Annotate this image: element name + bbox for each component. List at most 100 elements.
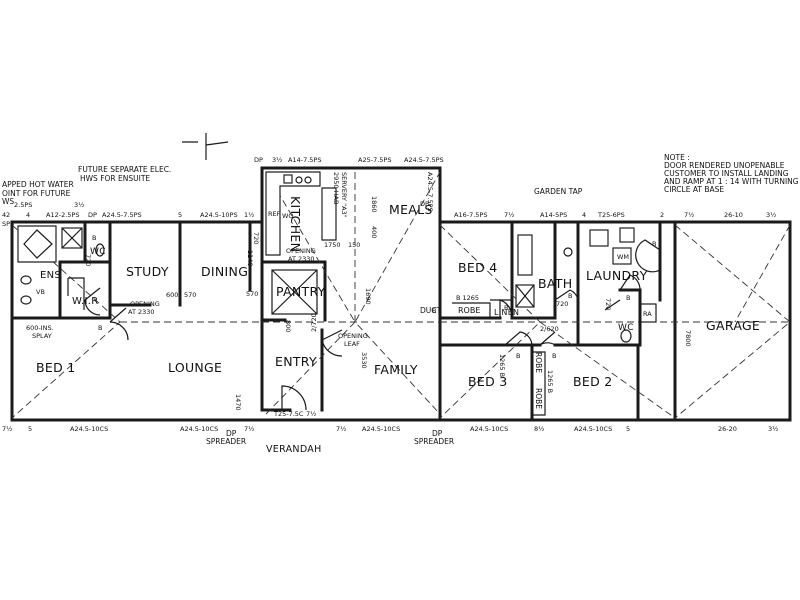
room-lounge: LOUNGE <box>168 360 222 375</box>
room-verandah: VERANDAH <box>266 444 322 455</box>
bottom-dim-b2: A24.5-10CS <box>70 425 108 433</box>
inner-dim-720d: 720 <box>252 232 260 244</box>
note-opening-leaf: OPENING <box>338 332 368 340</box>
room-dining: DINING <box>201 264 248 279</box>
note-future-2: HWS FOR ENSUITE <box>80 174 150 183</box>
room-pantry: PANTRY <box>276 284 326 299</box>
bottom-dim-b15: 7½ <box>2 425 12 433</box>
note-servery-dim: 2950 HAB <box>332 172 340 204</box>
room-robe3: ROBE <box>458 306 480 315</box>
top-dim-d5: DP <box>88 211 97 219</box>
bottom-dim-b3: A24.5-10CS <box>180 425 218 433</box>
door-label-b3: B <box>516 352 520 360</box>
room-robe2: ROBE <box>534 388 543 409</box>
top-dim-d14: T25-6PS <box>597 211 625 219</box>
inner-dim-600: 600 <box>166 291 178 299</box>
room-laundry: LAUNDRY <box>586 268 648 283</box>
room-bed4: BED 4 <box>458 260 498 275</box>
note-main-3: CUSTOMER TO INSTALL LANDING <box>664 169 789 178</box>
note-opening-kitchen-dim: AT 2330 <box>288 255 315 263</box>
note-ins-splay-2: SPLAY <box>32 332 52 340</box>
note-main-2: DOOR RENDERED UNOPENABLE <box>664 161 785 170</box>
note-wm: WM <box>617 253 629 261</box>
top-dim-d19: 3½ <box>74 201 84 209</box>
note-ref: REF <box>268 210 281 218</box>
door-label-b2: B <box>504 304 508 312</box>
top-dim-d2: 4 <box>26 211 30 219</box>
top-dim-d9: 1½ <box>244 211 254 219</box>
inner-dim-1140: 1140 <box>246 250 254 267</box>
bottom-dim-b9: A24.5-10CS <box>470 425 508 433</box>
top-dim-k2: 3½ <box>272 156 282 164</box>
bottom-dim-b12: 5 <box>626 425 630 433</box>
bottom-dim-b5: T25-7.5C <box>273 410 304 418</box>
note-opening-kitchen: OPENING <box>286 247 316 255</box>
outer-walls <box>10 166 792 422</box>
inner-dimensions: 600 570 570 720 720 720 720 2/620 2/720 … <box>84 196 692 411</box>
room-labels: BED 1 LOUNGE STUDY DINING KITCHEN PANTRY… <box>36 196 760 455</box>
top-dim-d4: A12-2.5PS <box>46 211 79 219</box>
top-dim-d12: A14-5PS <box>540 211 567 219</box>
room-robe1: ROBE <box>534 352 543 373</box>
door-label-b1: B <box>432 307 436 315</box>
top-dim-d13: 4 <box>582 211 586 219</box>
top-dimensions: 2 4 SPS A12-2.5PS DP A24.5-7.5PS 5 A24.5… <box>2 156 776 228</box>
top-dim-d8: A24.5-10PS <box>200 211 238 219</box>
note-dp-l: DP <box>226 429 237 438</box>
door-label-b6: B <box>626 294 630 302</box>
top-dim-k5: A24.5-7.5PS <box>404 156 444 164</box>
inner-dim-720b: 720 <box>556 300 568 308</box>
inner-dim-720a: 720 <box>84 254 92 266</box>
bottom-dim-b6: 7½ <box>306 410 316 418</box>
inner-dim-150: 150 <box>348 241 360 249</box>
top-dim-d21: 2.5PS <box>14 201 32 209</box>
room-family: FAMILY <box>374 362 418 377</box>
door-label-b0: B <box>98 324 102 332</box>
inner-dim-1265c: 1265 B <box>546 370 554 393</box>
note-spreader-r: SPREADER <box>414 437 454 446</box>
bottom-dim-b10: 8½ <box>534 425 544 433</box>
note-main-5: CIRCLE AT BASE <box>664 185 724 194</box>
inner-dim-7800: 7800 <box>684 330 692 347</box>
room-meals: MEALS <box>389 202 433 217</box>
note-ra: RA <box>643 310 652 318</box>
bottom-dim-b1: 5 <box>28 425 32 433</box>
room-linen: LINEN <box>494 308 519 317</box>
room-bath: BATH <box>538 276 572 291</box>
inner-dim-570b: 570 <box>246 290 258 298</box>
note-hotwater-3: WS <box>2 197 14 206</box>
note-vb: VB <box>36 288 45 296</box>
inner-dim-1750: 1750 <box>324 241 341 249</box>
note-ins-splay-1: 600-INS. <box>26 324 54 332</box>
door-label-b8: B <box>92 234 96 242</box>
top-dim-d15: 2 <box>660 211 664 219</box>
inner-dim-1265: B 1265 <box>456 294 479 302</box>
note-main-4: AND RAMP AT 1 : 14 WITH TURNING <box>664 177 799 186</box>
note-wo: WO <box>282 212 294 220</box>
top-dim-d10: A16-7.5PS <box>454 211 487 219</box>
door-label-b4: B <box>552 352 556 360</box>
door-label-b5: B <box>568 292 572 300</box>
inner-dim-3530: 3530 <box>360 352 368 369</box>
room-bed2: BED 2 <box>573 374 613 389</box>
inner-dim-1470: 1470 <box>234 394 242 411</box>
room-bed1: BED 1 <box>36 360 76 375</box>
top-dim-d7: 5 <box>178 211 182 219</box>
note-opening-study-dim: AT 2330 <box>128 308 155 316</box>
top-dim-k1: DP <box>254 156 263 164</box>
note-future-1: FUTURE SEPARATE ELEC. <box>78 165 171 174</box>
top-dim-k6: A24.5-7.5PS <box>426 172 434 212</box>
top-dim-k3: A14-7.5PS <box>288 156 321 164</box>
inner-dim-1860: 1860 <box>370 196 378 213</box>
bottom-dim-b4: 7½ <box>244 425 254 433</box>
top-dim-d6: A24.5-7.5PS <box>102 211 142 219</box>
note-hotwater-2: OINT FOR FUTURE <box>2 189 71 198</box>
bottom-dimensions: 5 A24.5-10CS A24.5-10CS 7½ T25-7.5C 7½ 7… <box>2 410 778 433</box>
top-dim-d18: 3½ <box>766 211 776 219</box>
inner-dim-570a: 570 <box>184 291 196 299</box>
top-dim-d11: 7½ <box>504 211 514 219</box>
top-dim-k7: DP <box>420 200 429 208</box>
room-kitchen: KITCHEN <box>288 196 303 252</box>
bottom-dim-b14: 3½ <box>768 425 778 433</box>
